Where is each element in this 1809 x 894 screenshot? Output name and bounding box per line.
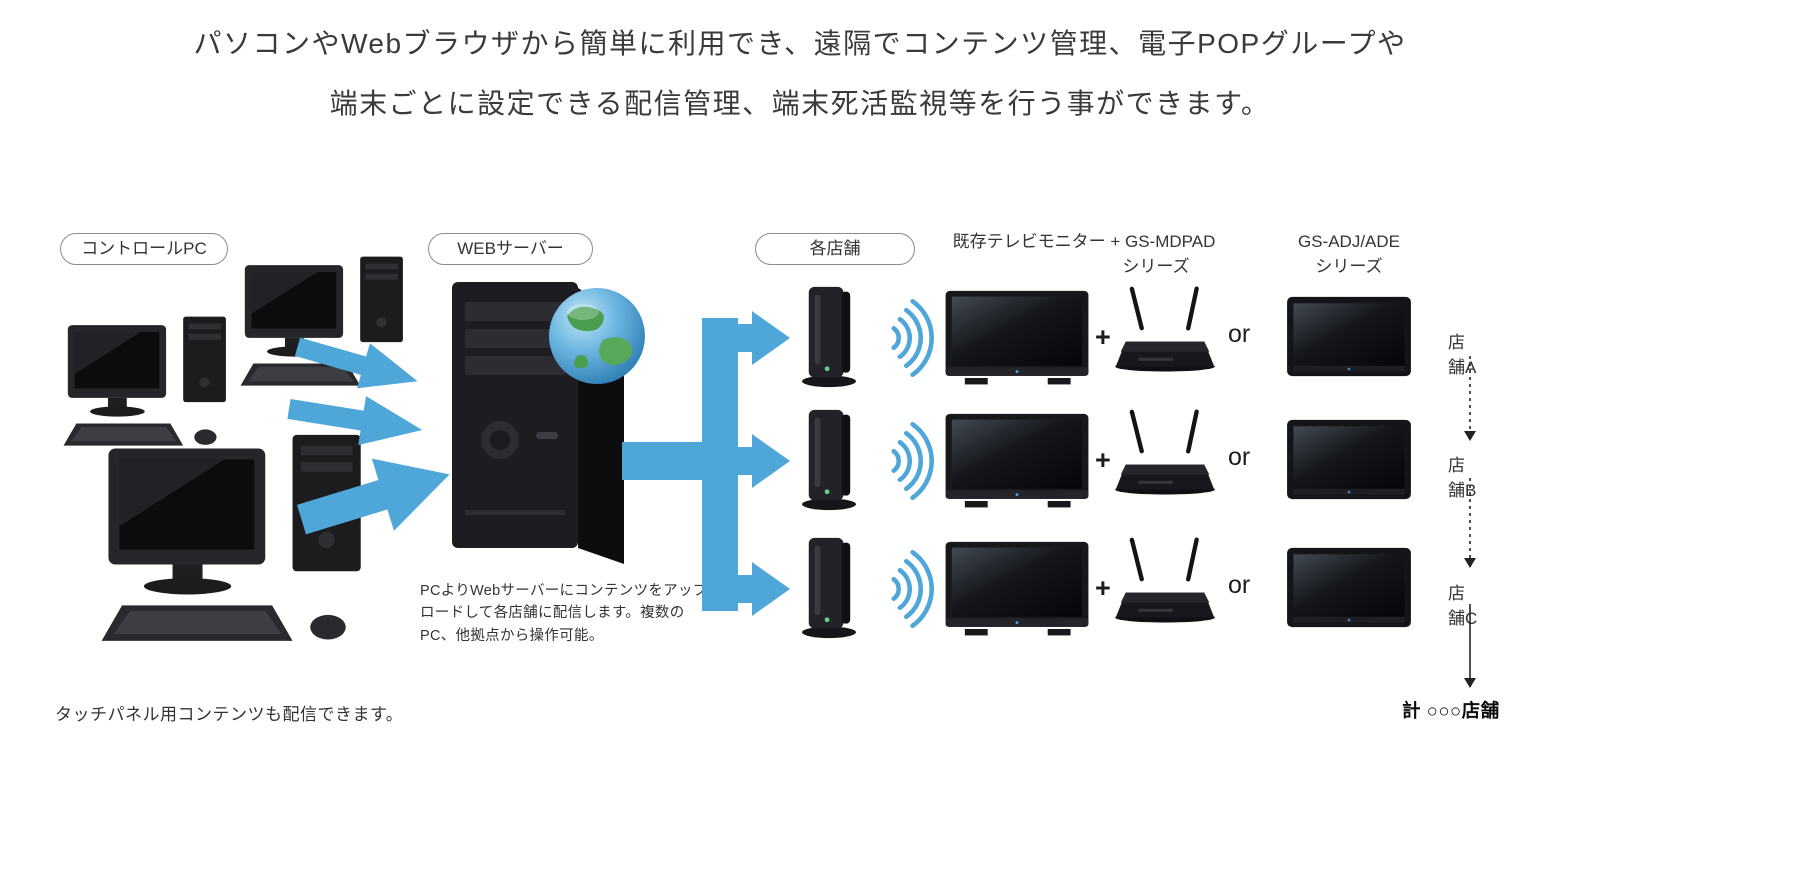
tv-monitor-icon (942, 411, 1092, 511)
or-label: or (1228, 571, 1251, 599)
set-top-box-icon (795, 406, 863, 512)
wifi-waves-icon (885, 546, 940, 632)
wifi-waves-icon (885, 295, 940, 381)
server-caption-line2: ロードして各店舗に配信します。複数の (420, 605, 685, 622)
web-server-pill: WEBサーバー (428, 233, 593, 265)
column-header-tv-mdpad: 既存テレビモニター + GS-MDPAD シリーズ (928, 230, 1240, 279)
wireless-router-icon (1112, 284, 1218, 378)
touch-panel-note: タッチパネル用コンテンツも配信できます。 (55, 705, 404, 724)
total-stores-label: 計 ○○○店舗 (1402, 700, 1500, 721)
column-header-tv-mdpad-line1: 既存テレビモニター + GS-MDPAD (952, 232, 1216, 251)
store-row: + or 店舗B (790, 401, 1480, 523)
or-label: or (1228, 320, 1251, 348)
plus-sign: + (1095, 322, 1111, 352)
branch-arrow-icon (622, 311, 790, 616)
column-header-adj-ade-line2: シリーズ (1315, 256, 1383, 276)
wireless-router-icon (1112, 535, 1218, 629)
column-header-adj-ade-line1: GS-ADJ/ADE (1297, 232, 1401, 251)
plus-sign: + (1095, 445, 1111, 475)
header-line-2: 端末ごとに設定できる配信管理、端末死活監視等を行う事ができます。 (329, 88, 1271, 119)
header-line-1: パソコンやWebブラウザから簡単に利用でき、遠隔でコンテンツ管理、電子POPグル… (193, 28, 1407, 59)
wifi-waves-icon (885, 418, 940, 504)
server-caption-line3: PC、他拠点から操作可能。 (420, 627, 604, 644)
wireless-router-icon (1112, 407, 1218, 501)
store-row: + or 店舗A (790, 278, 1480, 400)
stores-pill: 各店舗 (755, 233, 915, 265)
column-header-tv-mdpad-line2: シリーズ (1122, 256, 1190, 276)
plus-sign: + (1095, 573, 1111, 603)
set-top-box-icon (795, 283, 863, 389)
signage-display-icon (1285, 295, 1413, 378)
server-caption: PCよりWebサーバーにコンテンツをアップ ロードして各店舗に配信します。複数の… (420, 580, 740, 647)
server-caption-line1: PCよりWebサーバーにコンテンツをアップ (420, 583, 708, 599)
tv-monitor-icon (942, 539, 1092, 639)
or-label: or (1228, 443, 1251, 471)
signage-display-icon (1285, 418, 1413, 501)
tv-monitor-icon (942, 288, 1092, 388)
control-pc-pill: コントロールPC (60, 233, 228, 265)
store-row: + or 店舗C (790, 529, 1480, 651)
store-chain-arrows-icon (1464, 356, 1476, 688)
set-top-box-icon (795, 534, 863, 640)
column-header-adj-ade: GS-ADJ/ADE シリーズ (1283, 230, 1415, 279)
signage-display-icon (1285, 546, 1413, 629)
